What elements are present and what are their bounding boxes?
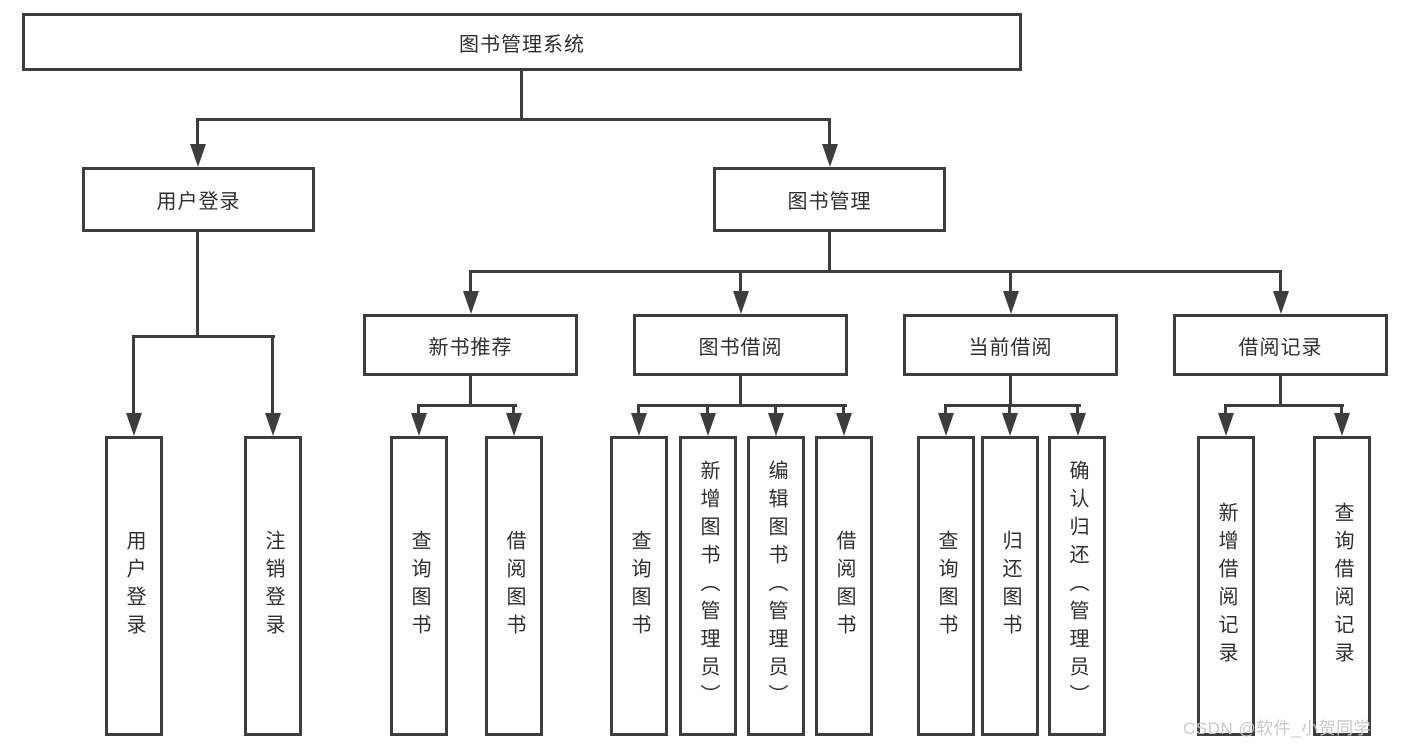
leaf-borrowing-borrow-books: 借阅图书	[815, 436, 873, 736]
node-label: 当前借阅	[968, 336, 1053, 359]
leaf-label: 注销登录	[262, 530, 284, 642]
connector-line	[417, 404, 420, 415]
node-book-borrowing: 图书借阅	[633, 314, 848, 376]
leaf-user-login: 用户登录	[105, 436, 163, 736]
leaf-label: 借阅图书	[833, 530, 855, 642]
connector-line	[469, 376, 472, 407]
connector-line	[944, 404, 1081, 407]
leaf-borrowing-query-books: 查询图书	[610, 436, 668, 736]
arrow-down-icon	[1218, 413, 1234, 436]
arrow-down-icon	[190, 144, 206, 167]
connector-line	[196, 232, 199, 338]
leaf-newbook-borrow-books: 借阅图书	[485, 436, 543, 736]
connector-line	[1009, 270, 1012, 292]
leaf-label: 查询图书	[935, 530, 957, 642]
node-user-login: 用户登录	[82, 167, 315, 232]
arrow-down-icon	[506, 413, 522, 436]
arrow-down-icon	[700, 413, 716, 436]
node-label: 图书管理系统	[459, 33, 585, 56]
node-label: 新书推荐	[428, 336, 513, 359]
connector-line	[774, 404, 777, 415]
arrow-down-icon	[733, 291, 749, 314]
connector-line	[828, 232, 831, 273]
arrow-down-icon	[1070, 413, 1086, 436]
arrow-down-icon	[768, 413, 784, 436]
connector-line	[1008, 404, 1011, 415]
leaf-return-books: 归还图书	[981, 436, 1039, 736]
connector-line	[706, 404, 709, 415]
connector-line	[1279, 376, 1282, 407]
node-book-management: 图书管理	[713, 167, 946, 232]
connector-line	[1224, 404, 1227, 415]
arrow-down-icon	[836, 413, 852, 436]
leaf-add-borrow-record: 新增借阅记录	[1197, 436, 1255, 736]
connector-line	[842, 404, 845, 415]
leaf-label: 用户登录	[123, 530, 145, 642]
leaf-current-query-books: 查询图书	[917, 436, 975, 736]
connector-line	[132, 335, 135, 415]
leaf-label: 借阅图书	[503, 530, 525, 642]
connector-line	[1224, 404, 1344, 407]
arrow-down-icon	[631, 413, 647, 436]
arrow-down-icon	[1334, 413, 1350, 436]
node-library-management-system: 图书管理系统	[22, 13, 1022, 71]
leaf-logout: 注销登录	[244, 436, 302, 736]
leaf-label: 归还图书	[999, 530, 1021, 642]
connector-line	[739, 376, 742, 407]
node-label: 图书借阅	[698, 336, 783, 359]
node-label: 用户登录	[156, 191, 241, 213]
arrow-down-icon	[938, 413, 954, 436]
connector-line	[739, 270, 742, 292]
connector-line	[271, 335, 274, 415]
connector-line	[1340, 404, 1343, 415]
connector-line	[196, 118, 831, 121]
leaf-edit-books-admin: 编辑图书（管理员）	[747, 436, 805, 736]
connector-line	[469, 270, 472, 292]
leaf-label: 查询图书	[628, 530, 650, 642]
connector-line	[828, 118, 831, 145]
node-current-borrowing: 当前借阅	[903, 314, 1118, 376]
connector-line	[637, 404, 640, 415]
leaf-newbook-query-books: 查询图书	[390, 436, 448, 736]
arrow-down-icon	[411, 413, 427, 436]
csdn-watermark: CSDN @软件_小贺同学	[1183, 719, 1372, 738]
arrow-down-icon	[1002, 413, 1018, 436]
connector-line	[469, 270, 1282, 273]
leaf-label: 查询借阅记录	[1331, 502, 1353, 670]
connector-line	[520, 70, 523, 120]
node-borrowing-records: 借阅记录	[1173, 314, 1388, 376]
arrow-down-icon	[1003, 291, 1019, 314]
leaf-label: 新增借阅记录	[1215, 502, 1237, 670]
node-label: 借阅记录	[1238, 336, 1323, 359]
leaf-label: 编辑图书（管理员）	[765, 460, 787, 712]
node-label: 图书管理	[787, 191, 872, 213]
connector-line	[944, 404, 947, 415]
leaf-confirm-return-admin: 确认归还（管理员）	[1048, 436, 1106, 736]
connector-line	[637, 404, 847, 407]
leaf-label: 确认归还（管理员）	[1066, 460, 1088, 712]
arrow-down-icon	[126, 413, 142, 436]
node-new-book-recommend: 新书推荐	[363, 314, 578, 376]
connector-line	[417, 404, 517, 407]
connector-line	[1279, 270, 1282, 292]
connector-line	[132, 335, 275, 338]
connector-line	[1009, 376, 1012, 407]
leaf-query-borrow-record: 查询借阅记录	[1313, 436, 1371, 736]
leaf-label: 查询图书	[408, 530, 430, 642]
connector-line	[1076, 404, 1079, 415]
connector-line	[196, 118, 199, 145]
arrow-down-icon	[463, 291, 479, 314]
arrow-down-icon	[265, 413, 281, 436]
arrow-down-icon	[1273, 291, 1289, 314]
connector-line	[512, 404, 515, 415]
arrow-down-icon	[822, 144, 838, 167]
leaf-label: 新增图书（管理员）	[697, 460, 719, 712]
leaf-add-books-admin: 新增图书（管理员）	[679, 436, 737, 736]
